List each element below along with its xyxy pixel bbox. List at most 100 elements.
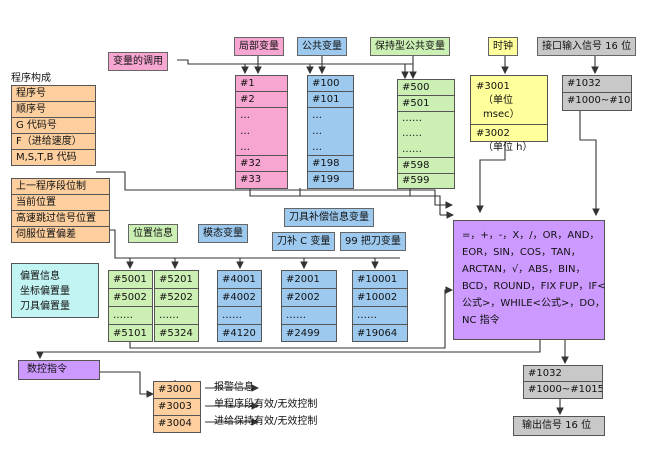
var-cell: #598 [398,158,454,174]
var-cell: #2002 [282,289,336,307]
operations-line: NC 指令 [462,315,500,326]
var-call-label: 变量的调用 [108,52,168,71]
var-cell: #1000~#1015 [528,384,602,395]
alarm-info-label: 报警信息 [214,382,254,393]
var-cell: …… [398,142,454,158]
var-cell: …… [353,307,407,325]
var-cell: #3001 [476,81,510,92]
position-vars-column-1: #5001 #5002 …… #5101 [108,270,153,342]
var-cell: …… [218,307,261,325]
operations-line: =，+，-，X，/，OR，AND， [462,230,600,241]
coordinate-offset-label: 坐标偏置量 [20,286,70,297]
input-signal-column: #1032 #1000~#1015 [562,75,632,111]
nc-command-box: 数控指令 [18,360,100,380]
clock-header: 时钟 [488,37,518,56]
list-item: 程序号 [12,86,95,102]
unit-label: （单位 msec） [471,94,547,125]
local-vars-header: 局部变量 [234,37,284,56]
local-vars-column: #1 #2 … … … #32 #33 [235,75,288,189]
var-cell: …… [155,307,198,325]
var-cell: … [312,126,322,137]
feed-hold-control-label: 进给保持有效/无效控制 [214,416,318,427]
var-cell: #599 [402,175,430,186]
common-vars-column: #100 #101 … … … #198 #199 [307,75,354,189]
var-cell: … [240,110,250,121]
output-signal-label: 输出信号 16 位 [513,416,605,436]
var-cell: #10001 [353,271,407,289]
var-cell: …… [282,307,336,325]
list-item: 顺序号 [12,102,95,118]
output-signal-column: #1032 #1000~#1015 [523,365,603,399]
position-vars-column-2: #5201 #5202 …… #5324 [154,270,199,342]
var-cell: …… [402,128,422,139]
alarm-vars-column: #3000 #3003 #3004 [153,381,201,433]
var-cell: #5201 [155,271,198,289]
var-cell: #5324 [159,328,193,339]
var-cell: … [236,140,287,156]
operations-line: 公式>，WHILE<公式>，DO， [462,298,605,309]
var-cell: #3003 [154,399,200,416]
program-structure-list: 程序号 顺序号 G 代码号 F（进给速度） M,S,T,B 代码 [11,85,96,166]
list-item: F（进给速度） [12,134,95,150]
var-cell: … [308,140,353,156]
clock-vars-column: #3001 （单位 msec） #3002 （单位 h） [470,75,548,153]
list-item: M,S,T,B 代码 [16,152,77,163]
var-cell: #101 [308,92,353,108]
list-item: 高速跳过信号位置 [12,211,109,227]
common-vars-header: 公共变量 [297,37,347,56]
operations-line: EOR，SIN，COS，TAN， [462,247,581,258]
position-info-list: 上一程序段位制 当前位置 高速跳过信号位置 伺服位置偏差 [11,178,110,243]
unit-label: （单位 h） [483,142,533,153]
var-cell: … [240,126,250,137]
retained-vars-column: #500 #501 …… …… …… #598 #599 [397,79,455,189]
var-cell: #32 [236,156,287,172]
tool-c-vars-column: #2001 #2002 …… #2499 [281,270,337,342]
var-cell: #4001 [218,271,261,289]
var-cell: #3002 [476,128,510,139]
var-cell: #5002 [109,289,152,307]
var-cell: …… [402,113,422,124]
var-cell: #1032 [524,366,602,382]
var-cell: #1032 [563,76,631,93]
modal-vars-label: 模态变量 [198,224,248,243]
var-cell: #19064 [357,328,398,339]
operations-line: ARCTAN，√，ABS，BIN， [462,264,586,275]
var-cell: #5202 [155,289,198,307]
program-structure-title: 程序构成 [11,73,51,84]
var-cell: #5001 [109,271,152,289]
var-cell: #33 [240,174,262,185]
var-cell: #1000~#1015 [567,95,631,106]
var-cell: #2001 [282,271,336,289]
var-cell: #3000 [154,382,200,399]
var-cell: #3004 [158,418,192,429]
list-item: 上一程序段位制 [12,179,109,195]
list-item: 当前位置 [12,195,109,211]
tool-c-vars-label: 刀补 C 变量 [272,232,336,251]
var-cell: #1 [236,76,287,92]
var-cell: #501 [398,96,454,112]
var-cell: #5101 [113,328,147,339]
retained-common-vars-header: 保持型公共变量 [370,37,450,56]
var-cell: #2 [236,92,287,108]
var-cell: #100 [308,76,353,92]
var-cell: … [312,110,322,121]
var-cell: #4120 [222,328,256,339]
var-cell: #2499 [286,328,320,339]
var-cell: …… [109,307,152,325]
position-info-label: 位置信息 [128,224,178,243]
tool-comp-info-label: 刀具补偿信息变量 [284,208,374,227]
input-signal-header: 接口输入信号 16 位 [537,37,637,56]
tool-99-vars-label: 99 把刀变量 [340,232,406,251]
operations-line: BCD，ROUND，FIX FUP，IF< [462,281,606,292]
var-cell: #199 [312,174,340,185]
var-cell: #500 [398,80,454,96]
var-cell: #10002 [353,289,407,307]
operations-box: =，+，-，X，/，OR，AND， EOR，SIN，COS，TAN， ARCTA… [453,220,606,340]
modal-vars-column: #4001 #4002 …… #4120 [217,270,262,342]
var-cell: #4002 [218,289,261,307]
tool-99-vars-column: #10001 #10002 …… #19064 [352,270,408,342]
offset-info-label: 偏置信息 [20,271,60,282]
single-block-control-label: 单程序段有效/无效控制 [214,399,318,410]
